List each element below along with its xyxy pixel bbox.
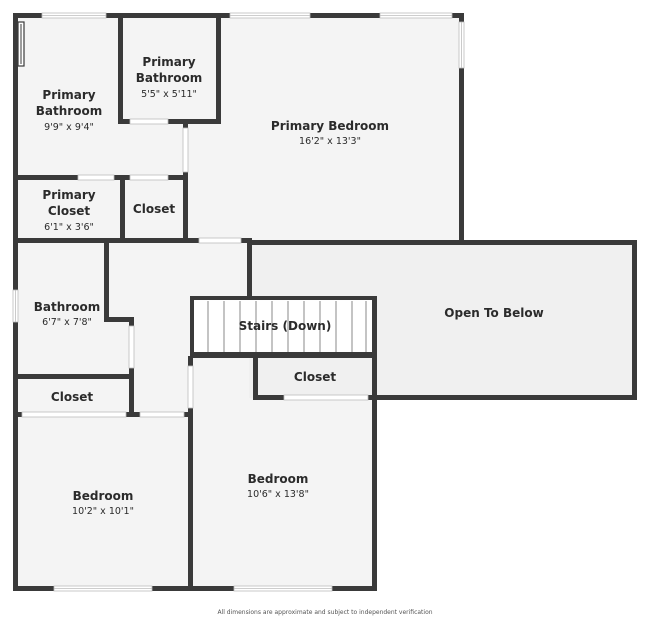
door-primary-bedroom	[198, 237, 242, 244]
door-bedroom-west	[182, 127, 189, 173]
wall-small-bath-left	[118, 13, 123, 124]
door-closet-stairs	[283, 394, 369, 401]
wall-bedroom-center-left	[188, 356, 193, 591]
wall-closet-divider	[120, 175, 125, 243]
primary-closet-name-2: Closet	[48, 204, 90, 218]
floor-stairs	[192, 298, 374, 354]
wall-bath-step	[104, 317, 134, 322]
bedroom-center-dims: 10'6" x 13'8"	[247, 489, 309, 500]
primary-bedroom-name: Primary Bedroom	[271, 119, 389, 133]
bedroom-left-dims: 10'2" x 10'1"	[72, 506, 134, 517]
wall-bath-bottom	[13, 374, 134, 379]
stairs-name: Stairs (Down)	[239, 319, 332, 333]
closet-left-name: Closet	[51, 390, 93, 404]
primary-bath-small-name-1: Primary	[142, 55, 195, 69]
floor-main	[15, 15, 462, 588]
wall-right-upper	[459, 13, 464, 243]
wall-stairs-top	[190, 296, 377, 300]
wall-otb-left	[247, 240, 252, 300]
wall-small-bath-bottom	[118, 119, 221, 124]
wall-small-bath-right	[216, 13, 221, 124]
door-bedroom-center	[187, 365, 194, 409]
door-small-bath	[129, 118, 169, 125]
wall-otb-bottom	[372, 395, 637, 400]
bathroom-dims: 6'7" x 7'8"	[42, 317, 92, 328]
primary-closet-name-1: Primary	[42, 188, 95, 202]
openings	[21, 118, 369, 418]
wall-stairs-left	[190, 296, 194, 356]
door-bathroom	[128, 325, 135, 369]
wall-otb-top	[247, 240, 637, 245]
door-closet-left	[21, 411, 127, 418]
wall-otb-right	[632, 240, 637, 400]
wall-closet-row-bottom	[13, 238, 188, 243]
wall-stairs-bottom	[190, 352, 377, 358]
wall-bedroom-west	[183, 119, 188, 243]
disclaimer-footnote: All dimensions are approximate and subje…	[217, 609, 432, 616]
bedroom-center-name: Bedroom	[248, 472, 309, 486]
door-primary-closet	[77, 174, 115, 181]
window-lines	[15, 15, 462, 589]
bedroom-left-name: Bedroom	[73, 489, 134, 503]
bathroom-name: Bathroom	[34, 300, 100, 314]
wall-right-center	[372, 397, 377, 591]
primary-bath-large-dims: 9'9" x 9'4"	[44, 122, 94, 133]
wall-stairs-right	[372, 296, 377, 400]
primary-bath-large-name-1: Primary	[42, 88, 95, 102]
room-labels: Primary Bathroom 9'9" x 9'4" Primary Bat…	[34, 55, 544, 517]
primary-bath-small-name-2: Bathroom	[136, 71, 202, 85]
door-bedroom-left	[139, 411, 185, 418]
stair-treads	[207, 301, 367, 352]
primary-bedroom-dims: 16'2" x 13'3"	[299, 136, 361, 147]
closet-stairs-name: Closet	[294, 370, 336, 384]
wall-closet-stairs-left	[253, 352, 258, 400]
open-to-below-name: Open To Below	[444, 306, 543, 320]
closet-upper-name: Closet	[133, 202, 175, 216]
primary-closet-dims: 6'1" x 3'6"	[44, 222, 94, 233]
primary-bath-large-name-2: Bathroom	[36, 104, 102, 118]
wall-bath-right	[104, 238, 109, 322]
door-closet-upper	[129, 174, 169, 181]
primary-bath-small-dims: 5'5" x 5'11"	[141, 89, 197, 100]
